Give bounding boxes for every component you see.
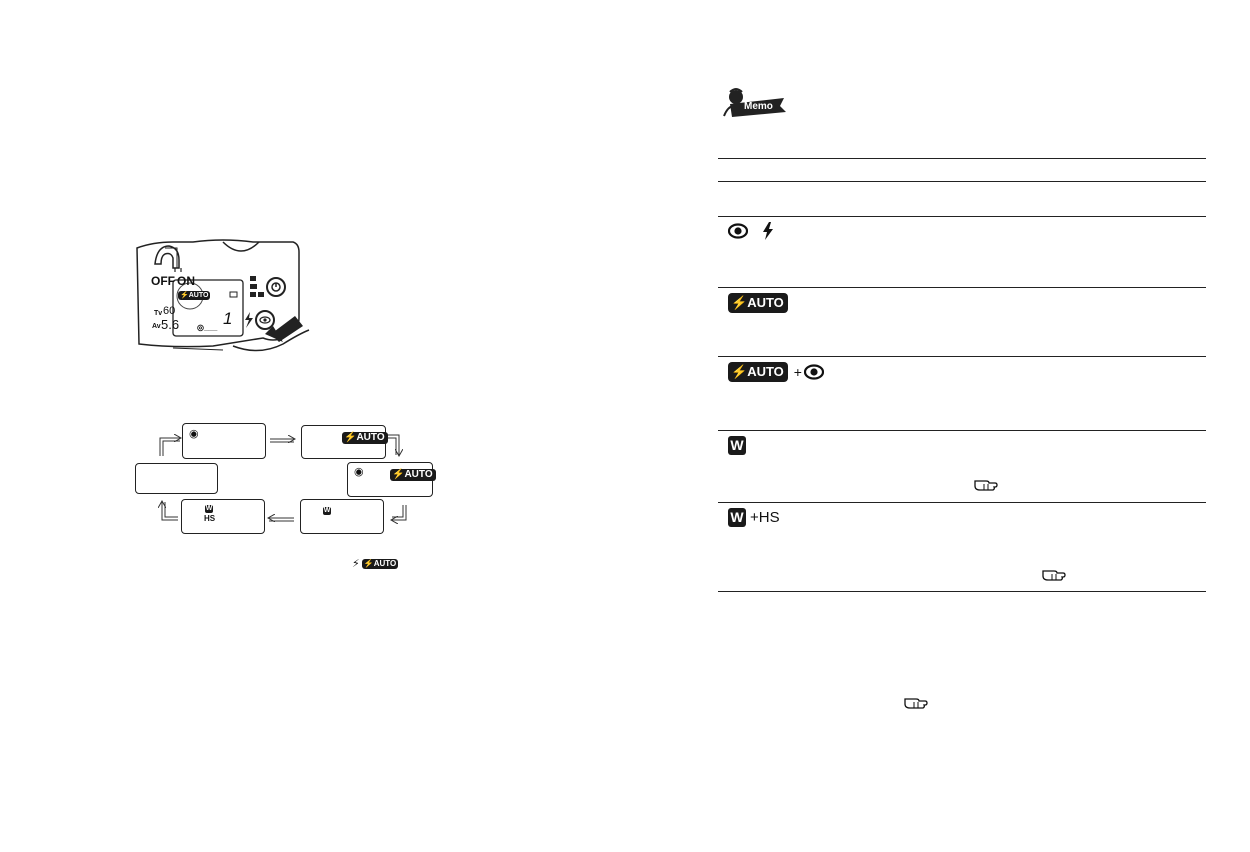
red-eye-icon: ◉ xyxy=(189,428,199,440)
table-row-red-eye xyxy=(718,216,1206,287)
power-on-label: ON xyxy=(177,274,195,288)
mode-box-off xyxy=(135,463,218,494)
table-rule xyxy=(718,502,1206,503)
auto-badge-text: AUTO xyxy=(747,295,784,310)
table-row-wireless-hs: W +HS xyxy=(718,502,1206,591)
lcd-flash-auto-badge: ⚡AUTO xyxy=(178,291,211,300)
page-reference-icon xyxy=(974,480,998,491)
table-row-wireless: W xyxy=(718,430,1206,502)
table-rule-top xyxy=(718,158,1206,159)
wireless-badge: W xyxy=(728,436,746,455)
auto-badge-text: AUTO xyxy=(404,469,433,480)
page-reference-icon xyxy=(1042,570,1066,581)
tv-prefix: Tv xyxy=(154,310,163,317)
page-reference-icon xyxy=(904,698,928,709)
plus-sign: + xyxy=(793,364,802,380)
memo-badge: Memo xyxy=(720,86,788,120)
lcd-auto-text: AUTO xyxy=(188,292,209,299)
frame-counter-value: 1 xyxy=(223,309,233,328)
wireless-badge: W xyxy=(205,505,213,513)
table-rule-bottom xyxy=(718,591,1206,592)
mode-box-auto: ⚡AUTO xyxy=(301,425,388,459)
hs-label: HS xyxy=(204,514,216,523)
auto-badge-text: AUTO xyxy=(747,364,784,379)
table-rule xyxy=(718,430,1206,431)
red-eye-icon xyxy=(803,364,824,380)
camera-body-drawing xyxy=(136,239,310,352)
hs-label: +HS xyxy=(750,509,780,526)
memo-ribbon-icon xyxy=(723,88,786,117)
mode-box-red-eye: ◉ xyxy=(182,423,266,459)
table-rule-header xyxy=(718,181,1206,182)
flash-icon xyxy=(763,222,773,240)
table-rule xyxy=(718,287,1206,288)
frame-counter-icon: ◎___ xyxy=(197,323,218,332)
wireless-badge: W xyxy=(323,507,331,515)
mode-box-auto-red-eye: ◉ ⚡AUTO xyxy=(347,462,436,497)
mode-box-wireless: W xyxy=(300,499,384,534)
mode-box-wireless-hs: W HS xyxy=(181,499,265,534)
auto-badge-text: AUTO xyxy=(356,432,385,443)
auto-badge-text: AUTO xyxy=(373,558,397,568)
wireless-badge: W xyxy=(728,508,746,527)
red-eye-icon xyxy=(728,223,748,239)
av-prefix: Av xyxy=(152,323,161,330)
footnote-flash-auto: ⚡ ⚡AUTO xyxy=(352,557,399,570)
camera-top-figure: OFF ON ⚡AUTO Tv 60 Av 5.6 ◎___ 1 xyxy=(133,238,313,356)
flash-auto-badge: ⚡AUTO xyxy=(728,293,788,313)
flash-icon: ⚡ xyxy=(352,558,360,570)
tv-value: 60 xyxy=(163,305,176,317)
table-row-auto: ⚡AUTO xyxy=(718,287,1206,356)
red-eye-icon: ◉ xyxy=(354,466,364,478)
table-rule xyxy=(718,356,1206,357)
flash-mode-cycle-diagram: ◉ ⚡AUTO ◉ ⚡AUTO W W HS xyxy=(134,420,438,540)
flash-auto-badge: ⚡AUTO xyxy=(728,362,788,382)
table-rule xyxy=(718,216,1206,217)
flash-icon: ⚡ xyxy=(180,292,189,299)
table-row-auto-red-eye: ⚡AUTO + xyxy=(718,356,1206,430)
auto-badge: ⚡AUTO xyxy=(390,469,436,481)
av-value: 5.6 xyxy=(161,317,180,332)
power-off-label: OFF xyxy=(151,274,175,288)
auto-badge: ⚡AUTO xyxy=(342,432,388,444)
auto-badge: ⚡AUTO xyxy=(361,558,399,569)
cycle-arrows xyxy=(134,420,407,540)
memo-label: Memo xyxy=(744,101,773,112)
